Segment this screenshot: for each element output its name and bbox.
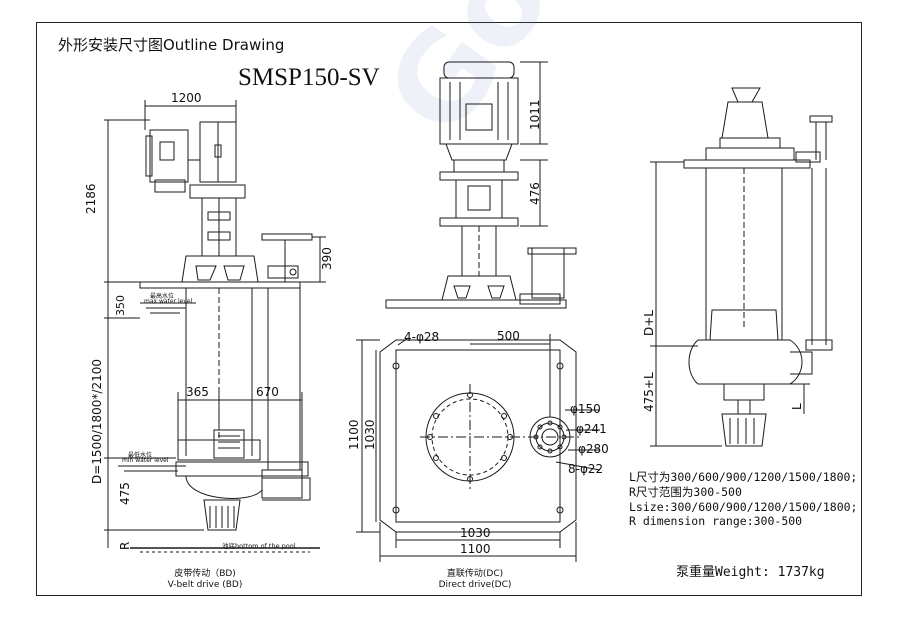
note-line: R尺寸范围为300-500 bbox=[629, 484, 742, 499]
model-number: SMSP150-SV bbox=[238, 64, 380, 91]
label-min-water-level-en: min water level bbox=[122, 457, 169, 464]
label-max-water-level: 最高水位 bbox=[150, 293, 175, 300]
dim-width-1100: 1100 bbox=[460, 542, 491, 556]
caption-vbelt-en: V-belt drive (BD) bbox=[167, 580, 243, 590]
dim-width-1200: 1200 bbox=[171, 91, 202, 105]
label-max-water-level-en: max water level bbox=[144, 298, 193, 305]
dim-d-plus-l: D+L bbox=[642, 310, 656, 336]
dim-height-390: 390 bbox=[320, 247, 334, 270]
dim-width-500: 500 bbox=[497, 329, 520, 343]
label-pool-bottom: 池底bottom of the pool bbox=[222, 542, 296, 550]
dim-width-670: 670 bbox=[256, 385, 279, 399]
note-line: L尺寸为300/600/900/1200/1500/1800; bbox=[629, 470, 858, 484]
left-view-pump bbox=[104, 100, 326, 553]
dim-width-1030: 1030 bbox=[460, 526, 491, 540]
dim-height-2186: 2186 bbox=[84, 183, 98, 214]
caption-vbelt-cn: 皮带传动（BD) bbox=[174, 569, 236, 579]
dim-width-365: 365 bbox=[186, 385, 209, 399]
plan-view bbox=[356, 334, 601, 562]
dim-diameter-150: φ150 bbox=[570, 402, 601, 416]
right-view-pump bbox=[650, 87, 833, 447]
drawing-title: 外形安装尺寸图Outline Drawing bbox=[58, 36, 285, 54]
notes-block: L尺寸为300/600/900/1200/1500/1800; R尺寸范围为30… bbox=[629, 470, 857, 529]
dim-diameter-241: φ241 bbox=[576, 422, 607, 436]
middle-view-pump bbox=[385, 61, 577, 309]
dim-height-1011: 1011 bbox=[528, 99, 542, 130]
note-line: Lsize:300/600/900/1200/1500/1800; bbox=[629, 499, 858, 514]
dim-height-1100: 1100 bbox=[347, 419, 361, 450]
dim-height-476: 476 bbox=[528, 182, 542, 205]
dim-depth: D=1500/1800*/2100 bbox=[90, 359, 104, 484]
dim-475-plus-l: 475+L bbox=[642, 372, 656, 412]
dim-diameter-280: φ280 bbox=[578, 442, 609, 456]
dim-l: L bbox=[790, 403, 804, 410]
dim-height-1030: 1030 bbox=[363, 419, 377, 450]
dim-holes: 4-φ28 bbox=[404, 330, 440, 344]
dim-height-350: 350 bbox=[114, 295, 127, 316]
drawing-frame bbox=[36, 22, 862, 596]
note-line: R dimension range:300-500 bbox=[629, 514, 803, 529]
dim-height-475: 475 bbox=[118, 482, 132, 505]
label-min-water-level: 最低水位 bbox=[128, 452, 153, 459]
caption-direct-en: Direct drive(DC) bbox=[438, 580, 512, 590]
dim-r: R bbox=[118, 541, 132, 550]
dim-bolts: 8-φ22 bbox=[568, 462, 604, 476]
caption-direct-cn: 直联传动(DC) bbox=[446, 569, 504, 579]
pump-weight: 泵重量Weight: 1737kg bbox=[676, 565, 825, 580]
